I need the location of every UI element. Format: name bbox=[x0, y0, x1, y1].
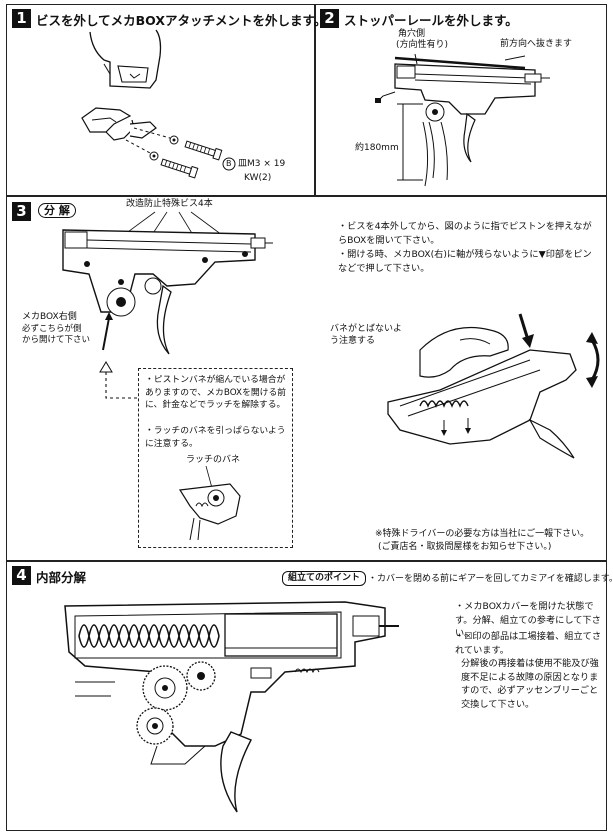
latch-diagram bbox=[178, 465, 241, 541]
latch-info-box bbox=[138, 368, 293, 548]
step-4-number: 4 bbox=[12, 566, 31, 585]
driver-note-1: ※特殊ドライバーの必要な方は当社にご一報下さい。 bbox=[375, 529, 590, 539]
screw-spec-label: 皿M3 × 19 bbox=[238, 159, 286, 169]
step-3-number: 3 bbox=[12, 202, 31, 221]
step-3-gearbox-diagram bbox=[62, 211, 273, 355]
step-4-note-2: ・☒印の部品は工場接着、組立てされています。 bbox=[455, 631, 602, 656]
mechabox-right-note-1: 必ずこちらが側 bbox=[22, 324, 82, 334]
hole-side-label: 角穴側 bbox=[398, 29, 426, 39]
hole-direction-label: (方向性有り) bbox=[396, 40, 449, 50]
driver-note-2: (ご責店名・取扱問屋様をお知らせ下さい。) bbox=[378, 542, 552, 552]
step-3-note-1: ・ビスを4本外してから、図のように指でピストンを押えながらBOXを開いて下さい。 bbox=[338, 221, 592, 246]
step-4-note-1: ・メカBOXカバーを開けた状態です。分解、組立ての参考にして下さい。 bbox=[455, 601, 601, 639]
screw-mark-letter: B bbox=[226, 159, 232, 168]
page-frame bbox=[6, 4, 607, 831]
step-4-internal-diagram bbox=[64, 601, 399, 813]
latch-note-1: ・ピストンバネが縮んでいる場合がありますので、メカBOXを開ける前に、針金などで… bbox=[145, 375, 287, 410]
length-bracket bbox=[397, 103, 423, 181]
step-1-title: ビスを外してメカBOXアタッチメントを外します。 bbox=[36, 13, 327, 28]
forward-removal-label: 前方向へ抜きます bbox=[500, 39, 573, 49]
step-1-attachment-diagram bbox=[81, 29, 223, 179]
mechabox-right-note-2: から開けて下さい bbox=[22, 335, 91, 345]
special-screws-label: 改造防止特殊ビス4本 bbox=[126, 199, 213, 209]
step-2-number: 2 bbox=[320, 9, 339, 28]
step-1-number: 1 bbox=[12, 9, 31, 28]
screw-qty-label: KW(2) bbox=[244, 173, 272, 183]
step-2-gearbox-diagram bbox=[375, 53, 550, 187]
step-3-opening-diagram bbox=[387, 313, 600, 459]
divider-vertical bbox=[314, 4, 316, 195]
latch-arrow bbox=[99, 361, 138, 399]
step-4-title: 内部分解 bbox=[36, 570, 87, 585]
step-3-note-2: ・開ける時、メカBOX(右)に軸が残らないように▼印部をピンなどで押して下さい。 bbox=[338, 249, 592, 274]
assembly-point-text: ・カバーを閉める前にギアーを回してカミアイを確認します。 bbox=[368, 574, 613, 584]
step-3-title: 分 解 bbox=[38, 203, 76, 218]
divider-top bbox=[6, 195, 607, 197]
spring-warning-label: バネがとばないよう注意する bbox=[330, 323, 410, 347]
mechabox-right-label: メカBOX右側 bbox=[22, 312, 77, 322]
spring-warning-text: バネがとばないよう注意する bbox=[330, 324, 402, 346]
rail-length-label: 約180mm bbox=[355, 143, 399, 153]
screw-mark-circle-icon bbox=[222, 157, 236, 171]
divider-middle bbox=[6, 560, 607, 562]
latch-spring-label: ラッチのバネ bbox=[186, 455, 241, 465]
latch-note-2: ・ラッチのバネを引っぱらないように注意する。 bbox=[145, 426, 286, 449]
step-4-note-3: 分解後の再接着は使用不能及び強度不足による故障の原因となりますので、必ずアッセン… bbox=[461, 658, 599, 710]
assembly-point-badge: 組立てのポイント bbox=[282, 571, 367, 586]
step-2-title: ストッパーレールを外します。 bbox=[344, 13, 518, 28]
